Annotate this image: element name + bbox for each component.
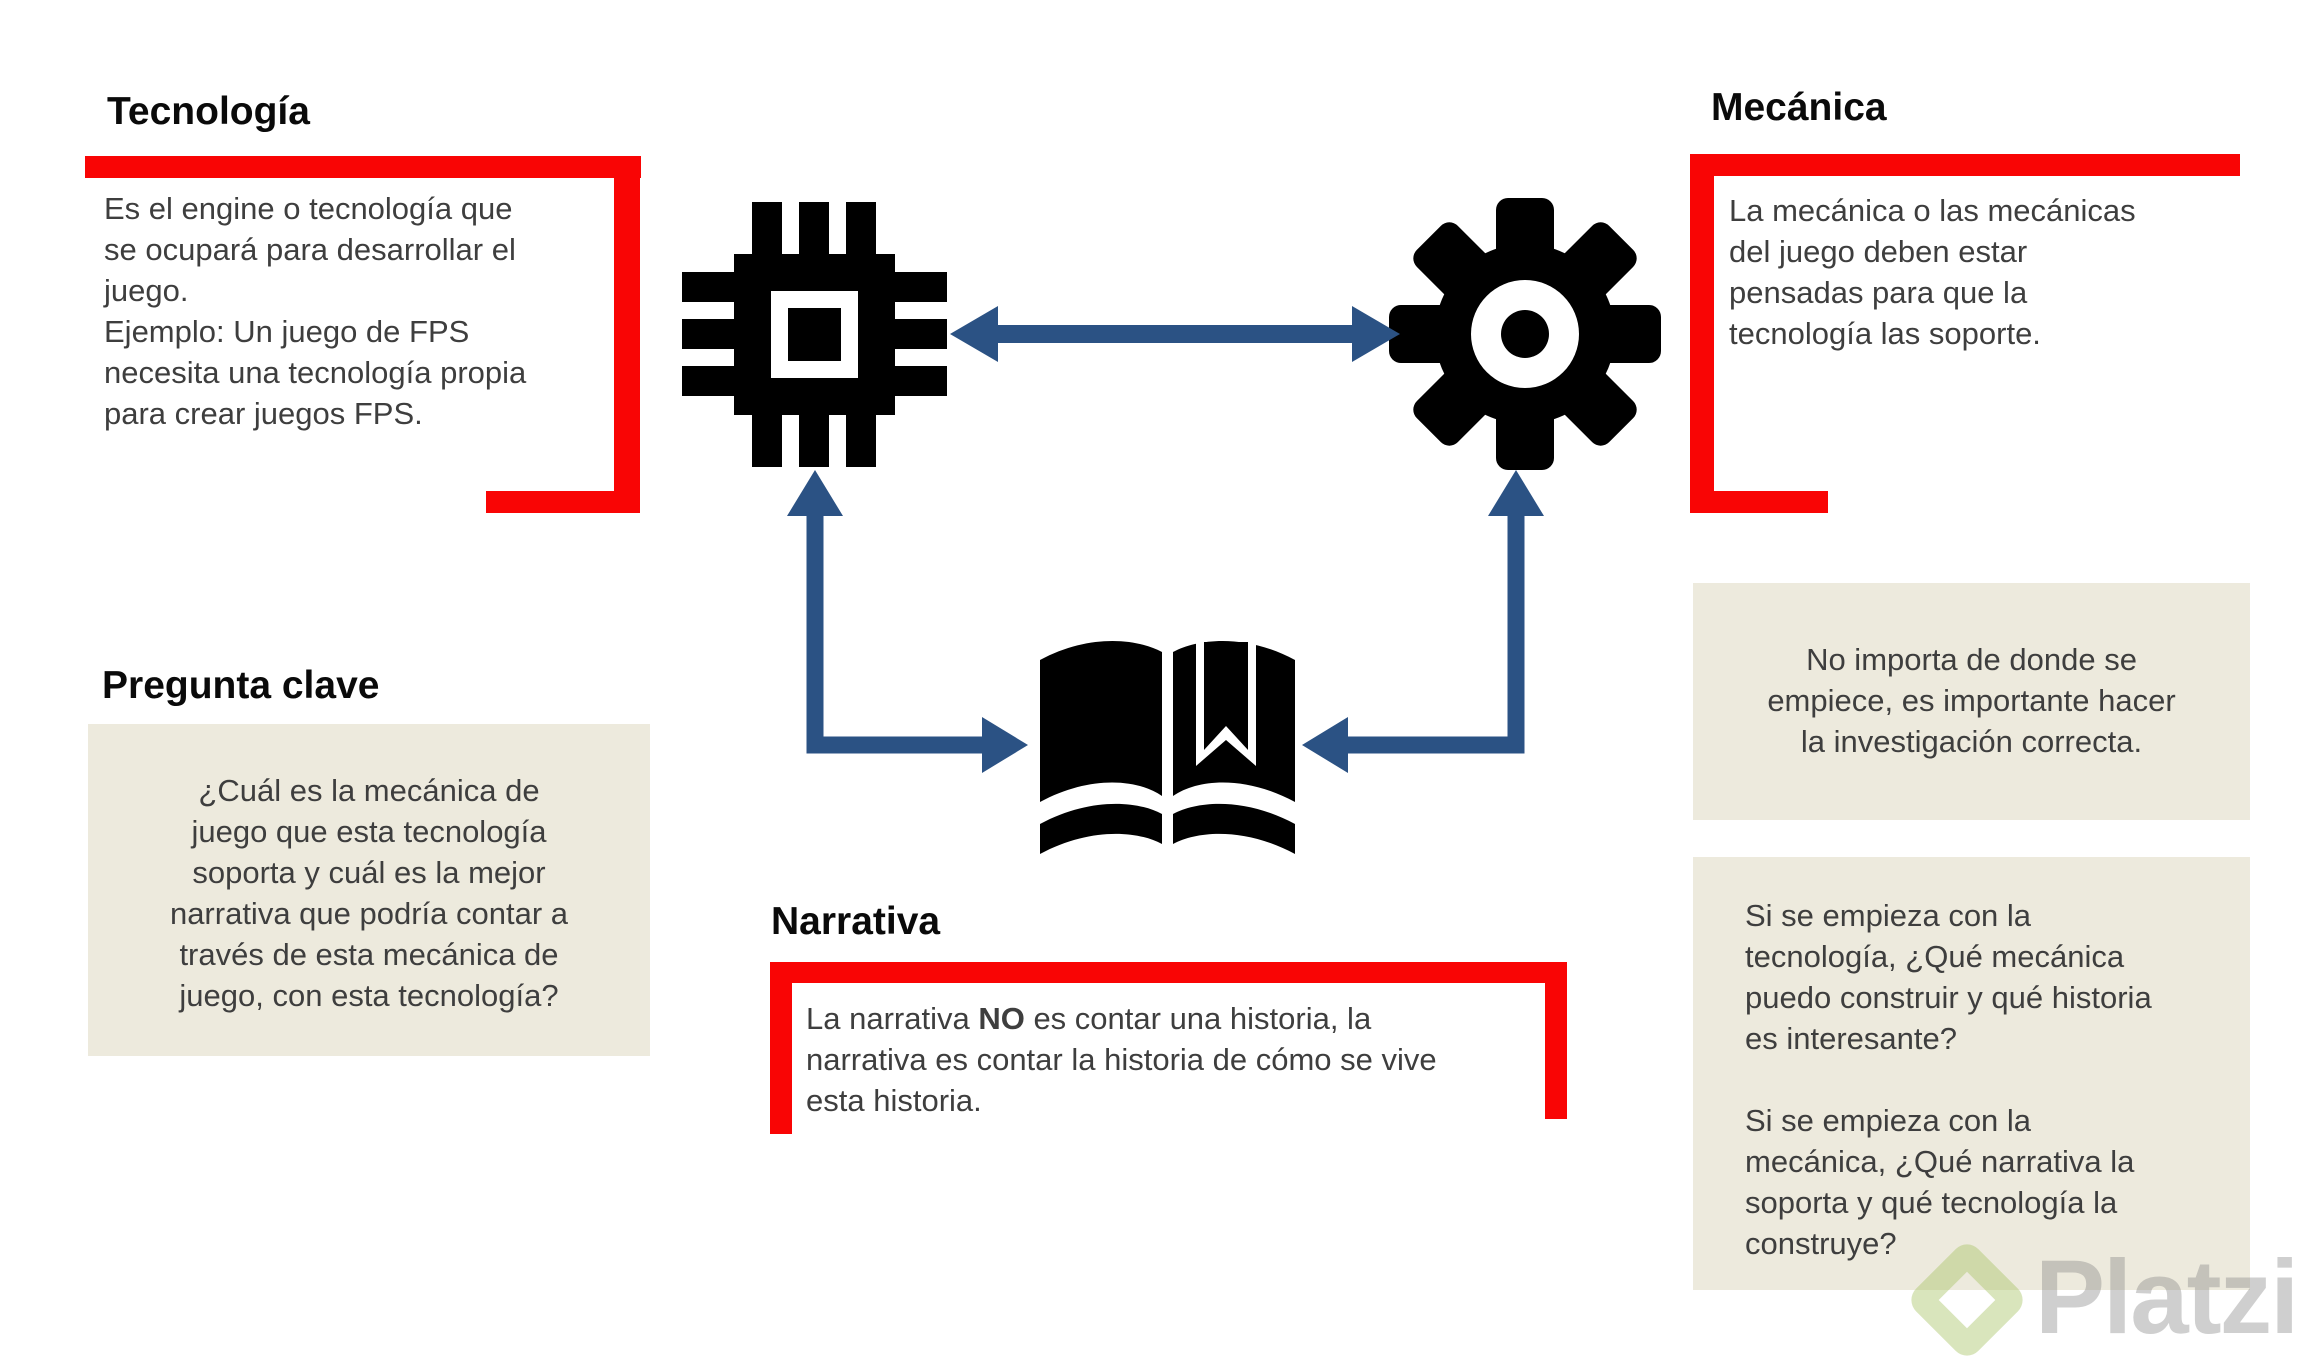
- investigation-note-box: No importa de donde se empiece, es impor…: [1693, 583, 2250, 820]
- mecanica-title: Mecánica: [1711, 86, 1887, 129]
- questions-note-body: Si se empieza con la tecnología, ¿Qué me…: [1745, 898, 2152, 1261]
- open-book-icon: [1040, 640, 1295, 854]
- tecnologia-frame-right-bar: [614, 156, 640, 513]
- narrativa-body-prefix: La narrativa: [806, 1001, 979, 1036]
- narrative-mech-arrow: [1302, 470, 1544, 773]
- tecnologia-frame-top-bar: [85, 156, 641, 178]
- questions-note-box: Si se empieza con la tecnología, ¿Qué me…: [1693, 857, 2250, 1290]
- pregunta-clave-box: ¿Cuál es la mecánica de juego que esta t…: [88, 724, 650, 1056]
- platzi-wordmark: Platzi: [2035, 1239, 2299, 1356]
- tecnologia-body: Es el engine o tecnología que se ocupará…: [104, 191, 527, 431]
- mecanica-frame-top-bar: [1690, 154, 2240, 176]
- narrativa-frame-top-bar: [770, 962, 1567, 983]
- narrative-tech-arrow: [787, 470, 1028, 773]
- tecnologia-title: Tecnología: [107, 90, 310, 133]
- narrativa-title: Narrativa: [771, 900, 941, 943]
- mecanica-frame-bottom-bar: [1690, 491, 1828, 513]
- mecanica-body: La mecánica o las mecánicas del juego de…: [1729, 193, 2136, 351]
- narrativa-body: La narrativa NO es contar una historia, …: [806, 998, 1546, 1121]
- narrativa-body-suffix: es contar una historia, la narrativa es …: [806, 1001, 1437, 1118]
- platzi-diamond-logo: [1904, 1237, 2030, 1363]
- narrativa-body-bold-no: NO: [978, 1001, 1025, 1036]
- narrativa-frame-right-bar: [1545, 962, 1567, 1119]
- cpu-chip-icon: [682, 202, 947, 467]
- pregunta-clave-body: ¿Cuál es la mecánica de juego que esta t…: [169, 773, 569, 1013]
- platzi-watermark: [1904, 1237, 2030, 1363]
- investigation-note-body: No importa de donde se empiece, es impor…: [1767, 642, 2176, 759]
- pregunta-clave-title: Pregunta clave: [102, 664, 380, 707]
- gear-icon: [1389, 198, 1661, 470]
- tecnologia-frame-bottom-bar: [486, 491, 640, 513]
- tech-mech-double-arrow: [950, 306, 1400, 362]
- mecanica-frame-left-bar: [1690, 154, 1714, 513]
- narrativa-frame-left-bar: [770, 962, 792, 1134]
